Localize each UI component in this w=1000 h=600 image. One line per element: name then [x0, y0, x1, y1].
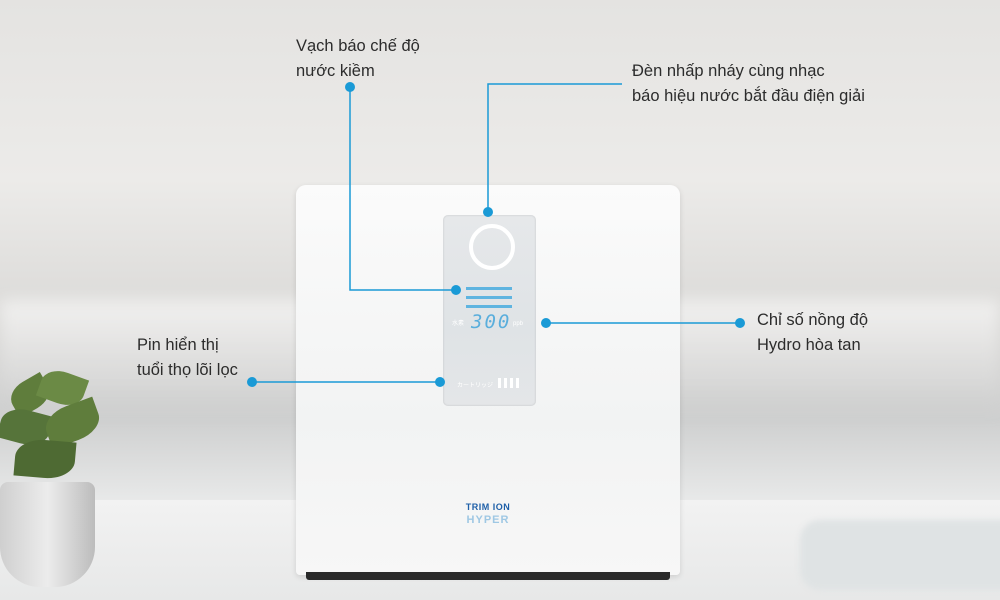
cartridge-label: カートリッジ	[457, 383, 494, 389]
cartridge-level	[498, 378, 519, 388]
sink	[800, 520, 1000, 590]
hydrogen-value: 300	[471, 311, 512, 333]
model-name: HYPER	[466, 514, 510, 526]
alkaline-bar	[466, 305, 512, 308]
hydrogen-unit: ppb	[513, 321, 524, 327]
alkaline-bar	[466, 287, 512, 290]
alkaline-bar	[466, 296, 512, 299]
hydrogen-label: 水素	[452, 321, 465, 327]
device-base	[306, 572, 670, 580]
plant-pot	[0, 482, 95, 587]
flash-ring-light	[469, 224, 515, 270]
brand-name: TRIM ION	[465, 502, 511, 512]
